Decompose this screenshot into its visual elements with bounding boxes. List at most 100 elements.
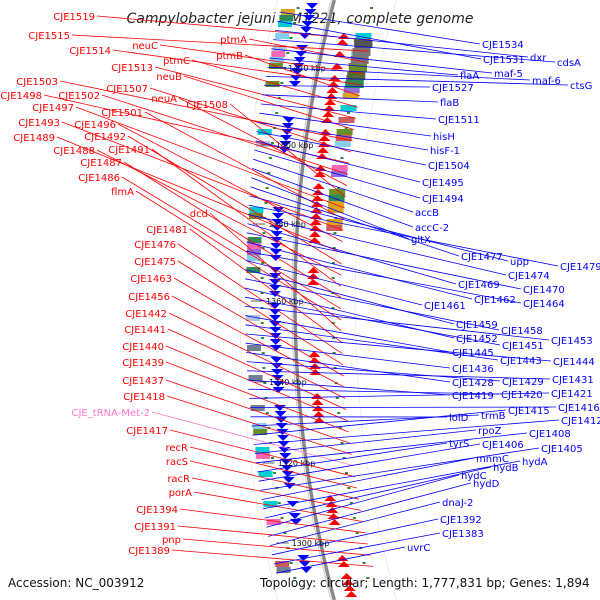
reverse-gene-label[interactable]: maf-5 <box>494 69 523 80</box>
reverse-gene-label[interactable]: CJE1458 <box>501 326 543 337</box>
reverse-gene-label[interactable]: CJE1436 <box>452 364 494 375</box>
forward-gene-label[interactable]: pnp <box>162 535 181 546</box>
reverse-gene-label[interactable]: hydB <box>493 463 519 474</box>
reverse-gene-label[interactable]: CJE1421 <box>551 389 593 400</box>
reverse-gene-label[interactable]: upp <box>510 257 529 268</box>
reverse-gene-label[interactable]: CJE1477 <box>461 252 503 263</box>
reverse-gene-label[interactable]: trmB <box>481 411 506 422</box>
reverse-gene-label[interactable]: mnmC <box>476 454 509 465</box>
reverse-gene-label[interactable]: CJE1444 <box>553 357 595 368</box>
reverse-gene-label[interactable]: CJE1392 <box>440 515 482 526</box>
forward-gene-label[interactable]: racS <box>166 457 188 468</box>
reverse-gene-label[interactable]: CJE1459 <box>456 320 498 331</box>
forward-gene-label[interactable]: CJE1456 <box>128 292 170 303</box>
forward-gene-label[interactable]: recR <box>166 443 189 454</box>
reverse-gene-label[interactable]: CJE1527 <box>432 83 474 94</box>
forward-gene-label[interactable]: CJE1491 <box>108 145 150 156</box>
forward-gene-label[interactable]: CJE1502 <box>58 91 100 102</box>
reverse-gene-label[interactable]: CJE1416 <box>558 403 600 414</box>
reverse-gene-label[interactable]: CJE1415 <box>508 406 550 417</box>
reverse-gene-label[interactable]: accB <box>415 208 439 219</box>
forward-gene-label[interactable]: porA <box>169 488 193 499</box>
forward-gene-label[interactable]: CJE1503 <box>16 77 58 88</box>
reverse-gene-label[interactable]: CJE1451 <box>502 341 544 352</box>
reverse-gene-label[interactable]: CJE1495 <box>422 178 464 189</box>
reverse-gene-label[interactable]: CJE1443 <box>500 356 542 367</box>
reverse-gene-label[interactable]: CJE1494 <box>422 194 464 205</box>
forward-gene-label[interactable]: CJE1476 <box>134 240 176 251</box>
forward-gene-label[interactable]: neuA <box>151 94 177 105</box>
forward-gene-label[interactable]: CJE1514 <box>69 46 111 57</box>
reverse-gene-label[interactable]: CJE1412 <box>561 416 600 427</box>
reverse-gene-label[interactable]: tyrS <box>449 439 469 450</box>
forward-gene-label[interactable]: flmA <box>111 187 134 198</box>
reverse-gene-label[interactable]: uvrC <box>407 543 430 554</box>
reverse-gene-label[interactable]: hisF-1 <box>430 146 460 157</box>
reverse-gene-label[interactable]: CJE1474 <box>508 271 550 282</box>
forward-gene-label[interactable]: dcd <box>190 209 208 220</box>
forward-gene-label[interactable]: CJE1442 <box>125 309 167 320</box>
forward-gene-label[interactable]: CJE1498 <box>0 91 42 102</box>
reverse-gene-label[interactable]: CJE1431 <box>552 375 594 386</box>
reverse-gene-label[interactable]: CJE1461 <box>424 301 466 312</box>
reverse-gene-label[interactable]: CJE1470 <box>523 285 565 296</box>
reverse-gene-label[interactable]: ctsG <box>570 81 592 92</box>
forward-gene-label[interactable]: CJE1463 <box>130 274 172 285</box>
forward-gene-label[interactable]: neuB <box>156 72 182 83</box>
reverse-gene-label[interactable]: maf-6 <box>532 76 561 87</box>
reverse-gene-label[interactable]: CJE1452 <box>456 334 498 345</box>
forward-gene-label[interactable]: CJE1391 <box>134 522 176 533</box>
reverse-gene-label[interactable]: CJE1383 <box>442 529 484 540</box>
forward-gene-label[interactable]: CJE1489 <box>13 133 55 144</box>
reverse-gene-label[interactable]: gltX <box>411 235 431 246</box>
forward-gene-label[interactable]: racR <box>167 474 190 485</box>
reverse-gene-label[interactable]: lolD <box>449 413 469 424</box>
forward-gene-label[interactable]: neuC <box>132 41 158 52</box>
reverse-gene-label[interactable]: hydD <box>473 479 500 490</box>
reverse-gene-label[interactable]: CJE1531 <box>483 55 525 66</box>
forward-gene-label[interactable]: CJE1481 <box>146 225 188 236</box>
forward-gene-label[interactable]: CJE1487 <box>80 158 122 169</box>
reverse-gene-label[interactable]: dxr <box>530 53 547 64</box>
reverse-gene-label[interactable]: CJE1479 <box>560 262 600 273</box>
reverse-gene-label[interactable]: accC-2 <box>415 223 449 234</box>
reverse-gene-label[interactable]: dnaJ-2 <box>442 498 473 509</box>
forward-gene-label[interactable]: CJE1519 <box>53 12 95 23</box>
reverse-gene-label[interactable]: CJE1534 <box>482 40 524 51</box>
reverse-gene-label[interactable]: CJE1428 <box>452 378 494 389</box>
forward-gene-label[interactable]: CJE1394 <box>136 505 178 516</box>
forward-gene-label[interactable]: CJE1496 <box>74 120 116 131</box>
reverse-gene-label[interactable]: CJE1408 <box>529 429 571 440</box>
forward-gene-label[interactable]: CJE1501 <box>101 108 143 119</box>
trna-label[interactable]: CJE_tRNA-Met-2 <box>71 408 150 419</box>
forward-gene-label[interactable]: CJE1513 <box>111 63 153 74</box>
forward-gene-label[interactable]: CJE1418 <box>123 392 165 403</box>
reverse-gene-label[interactable]: CJE1469 <box>458 280 500 291</box>
reverse-gene-label[interactable]: CJE1464 <box>523 299 565 310</box>
reverse-gene-label[interactable]: CJE1445 <box>452 348 494 359</box>
forward-gene-label[interactable]: CJE1417 <box>126 426 168 437</box>
reverse-gene-label[interactable]: CJE1406 <box>482 440 524 451</box>
forward-gene-label[interactable]: CJE1437 <box>122 376 164 387</box>
reverse-gene-label[interactable]: cdsA <box>557 58 581 69</box>
reverse-gene-label[interactable]: flaA <box>460 71 479 82</box>
forward-gene-label[interactable]: CJE1486 <box>78 173 120 184</box>
reverse-gene-label[interactable]: CJE1419 <box>452 391 494 402</box>
reverse-gene-label[interactable]: CJE1511 <box>438 115 480 126</box>
reverse-gene-label[interactable]: CJE1405 <box>541 444 583 455</box>
forward-gene-label[interactable]: CJE1440 <box>122 342 164 353</box>
reverse-gene-label[interactable]: CJE1462 <box>474 295 516 306</box>
reverse-gene-label[interactable]: rpoZ <box>478 426 502 437</box>
forward-gene-label[interactable]: CJE1508 <box>186 100 228 111</box>
forward-gene-label[interactable]: CJE1488 <box>53 146 95 157</box>
forward-gene-label[interactable]: CJE1439 <box>122 358 164 369</box>
forward-gene-label[interactable]: CJE1492 <box>84 132 126 143</box>
reverse-gene-label[interactable]: hisH <box>433 132 455 143</box>
reverse-gene-label[interactable]: hydA <box>522 457 548 468</box>
forward-gene-label[interactable]: CJE1475 <box>134 257 176 268</box>
reverse-gene-label[interactable]: CJE1429 <box>502 377 544 388</box>
forward-gene-label[interactable]: CJE1497 <box>32 103 74 114</box>
forward-gene-label[interactable]: ptmC <box>163 56 190 67</box>
forward-gene-label[interactable]: ptmA <box>220 35 247 46</box>
reverse-gene-label[interactable]: CJE1504 <box>428 161 470 172</box>
